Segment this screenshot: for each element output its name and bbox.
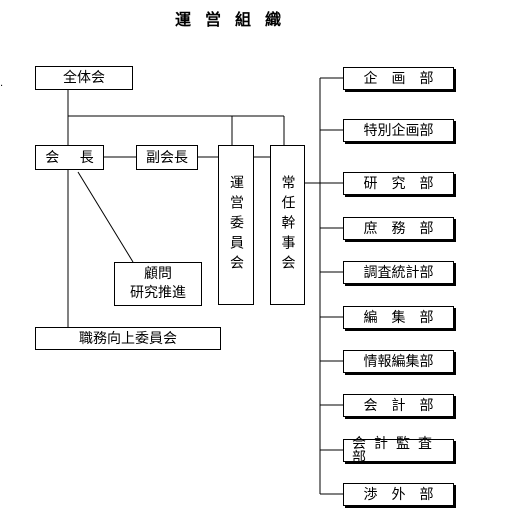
vice-president-box: 副会長 bbox=[136, 145, 198, 170]
dept-editorial: 編集部 bbox=[343, 306, 454, 329]
dept-information-editorial: 情報編集部 bbox=[343, 350, 454, 373]
advisor-box: 顧問 研究推進 bbox=[114, 262, 202, 306]
general-assembly-box: 全体会 bbox=[35, 66, 133, 90]
dept-research: 研究部 bbox=[343, 172, 454, 195]
dept-general-affairs: 庶務部 bbox=[343, 217, 454, 240]
dept-external-relations: 渉外部 bbox=[343, 483, 454, 506]
president-box: 会 長 bbox=[35, 145, 104, 170]
standing-board-box: 常任幹事会 bbox=[270, 145, 305, 305]
advisor-subtitle: 研究推進 bbox=[130, 285, 186, 301]
steering-committee-box: 運営委員会 bbox=[218, 145, 254, 305]
advisor-title: 顧問 bbox=[144, 266, 172, 283]
stray-mark: . bbox=[0, 78, 4, 89]
page-title: 運営組織 bbox=[174, 10, 295, 29]
dept-accounting: 会計部 bbox=[343, 394, 454, 417]
dept-survey-statistics: 調査統計部 bbox=[343, 261, 454, 284]
dept-audit: 会計監査部 bbox=[343, 437, 454, 465]
professional-improvement-committee-box: 職務向上委員会 bbox=[35, 327, 221, 350]
dept-planning: 企画部 bbox=[343, 67, 454, 90]
dept-special-planning: 特別企画部 bbox=[343, 119, 454, 142]
